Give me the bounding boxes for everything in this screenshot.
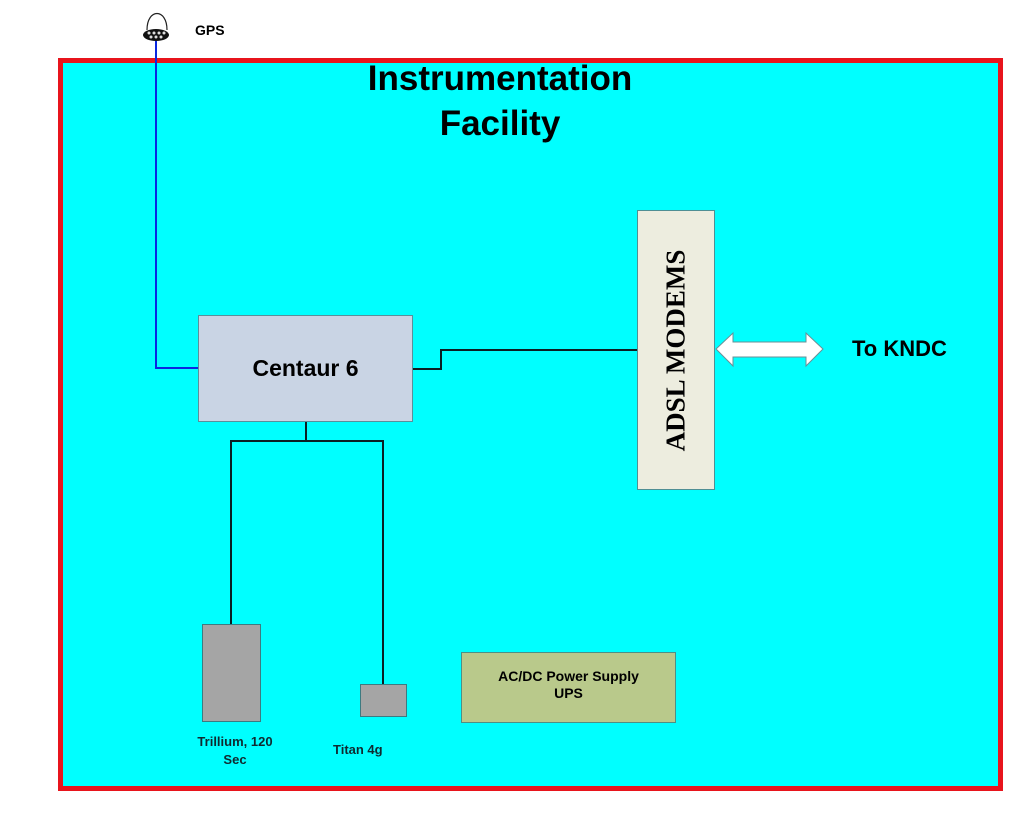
centaur-adsl-line <box>413 349 637 370</box>
gps-label: GPS <box>195 22 225 38</box>
adsl-modems-label: ADSL MODEMS <box>660 249 691 451</box>
to-kndc-label: To KNDC <box>852 336 947 361</box>
trillium-sensor-node <box>202 624 261 722</box>
titan-sensor-node <box>360 684 407 717</box>
gps-cable-line <box>155 41 198 369</box>
centaur-trillium-line <box>230 440 306 624</box>
power-label-line-2: UPS <box>554 684 583 701</box>
gps-antenna-icon <box>143 12 169 41</box>
trillium-label-line-2: Sec <box>223 752 247 767</box>
trillium-label: Trillium, 120 Sec <box>175 733 295 769</box>
power-supply-node: AC/DC Power Supply UPS <box>461 652 676 723</box>
title-line-1: Instrumentation <box>367 59 633 98</box>
double-arrow-icon <box>715 331 824 368</box>
adsl-modems-node: ADSL MODEMS <box>637 210 715 490</box>
trillium-label-line-1: Trillium, 120 <box>197 734 273 749</box>
titan-label: Titan 4g <box>333 742 383 757</box>
power-label-line-1: AC/DC Power Supply <box>498 667 639 684</box>
centaur-6-node: Centaur 6 <box>198 315 413 422</box>
centaur-6-label: Centaur 6 <box>252 355 359 381</box>
diagram-title: Instrumentation Facility <box>300 56 700 146</box>
title-line-2: Facility <box>439 104 561 143</box>
centaur-titan-line <box>306 440 384 684</box>
